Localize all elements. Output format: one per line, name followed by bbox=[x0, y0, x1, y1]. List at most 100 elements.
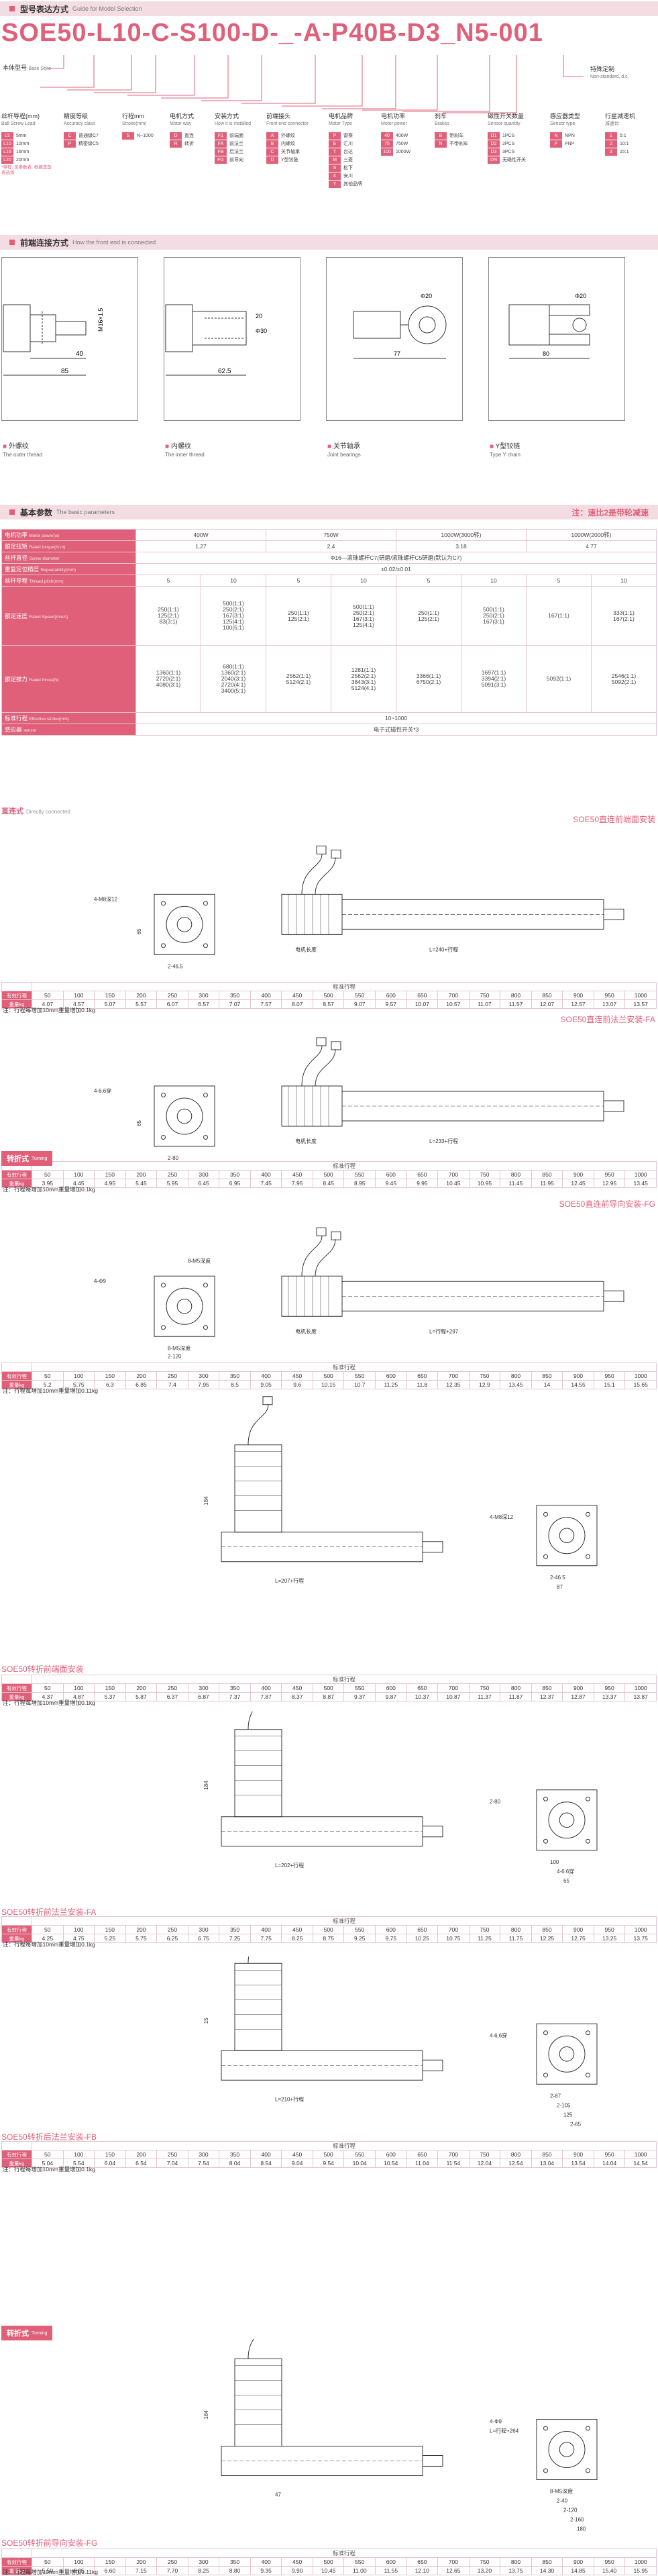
weight-cell: 4.75 bbox=[62, 1934, 95, 1943]
weight-cell: 8.25 bbox=[281, 1934, 313, 1943]
spec-row-repeat: 重复定位精度 Repeatability(mm) ±0.02/±0.01 bbox=[1, 563, 657, 575]
param-note: *导程, 见参数表, 根据选型表选择 bbox=[1, 165, 52, 175]
weight-cell: 9.57 bbox=[375, 999, 407, 1009]
dim-text: 2-80 bbox=[168, 1155, 179, 1160]
stroke-cell: 700 bbox=[437, 2557, 470, 2567]
stroke-cell: 450 bbox=[281, 991, 313, 1000]
weight-cell: 8.80 bbox=[219, 2566, 251, 2575]
option-value: 精密级C5 bbox=[78, 141, 99, 146]
weight-note: 注：行程每增加10mm重量增加0.11kg bbox=[3, 2569, 99, 2575]
option-code: B bbox=[435, 132, 447, 140]
stroke-cell: 1000 bbox=[624, 1170, 657, 1179]
weight-cell: 12.9 bbox=[468, 1380, 501, 1389]
stroke-cell: 900 bbox=[562, 2150, 594, 2159]
stroke-cell: 900 bbox=[562, 1683, 594, 1693]
stroke-cell: 250 bbox=[156, 991, 188, 1000]
option-code: E bbox=[329, 140, 341, 148]
weight-cell: 12.10 bbox=[406, 2566, 439, 2575]
stroke-cell: 650 bbox=[406, 1683, 439, 1693]
section-subtitle: The basic parameters bbox=[56, 509, 115, 515]
stroke-cell: 950 bbox=[593, 2150, 626, 2159]
option-code: T bbox=[329, 148, 341, 156]
weight-note: 注：行程每增加10mm重量增加0.1kg bbox=[3, 1007, 95, 1013]
weight-cell: 10.57 bbox=[437, 999, 470, 1009]
dim-text: 2-46.5 bbox=[168, 963, 183, 969]
stroke-cell: 800 bbox=[500, 1371, 532, 1381]
install-title: SOE50直连前导向安装-FG bbox=[559, 1199, 655, 1209]
weight-note: 注：行程每增加10mm重量增加0.1kg bbox=[3, 1186, 95, 1193]
weight-cell: 10.95 bbox=[468, 1179, 501, 1188]
weight-cell: 8.07 bbox=[281, 999, 313, 1009]
stroke-cell: 250 bbox=[156, 1170, 188, 1179]
option-code: P bbox=[550, 140, 562, 148]
section-title: 基本参数 bbox=[20, 507, 53, 517]
dim-text: 65 bbox=[563, 1878, 569, 1884]
stroke-cell: 350 bbox=[219, 991, 251, 1000]
weight-cell: 10.87 bbox=[437, 1692, 470, 1701]
option-code: L16 bbox=[1, 148, 13, 156]
weight-cell: 11.57 bbox=[500, 999, 532, 1009]
stroke-cell: 350 bbox=[219, 1170, 251, 1179]
weight-cell: 14 bbox=[531, 1380, 563, 1389]
weight-cell: 6.3 bbox=[94, 1380, 126, 1389]
weight-cell: 11.25 bbox=[468, 1934, 501, 1943]
option-value: 10mm bbox=[16, 141, 30, 146]
option-value: Y型铰链 bbox=[281, 157, 298, 162]
dim-text: 87 bbox=[557, 1584, 563, 1590]
dim-text: 85 bbox=[61, 368, 69, 375]
option-code: F1 bbox=[215, 132, 227, 140]
option-value: 5:1 bbox=[620, 133, 626, 138]
weight-cell: 13.45 bbox=[624, 1179, 657, 1188]
option-value: 750W bbox=[396, 141, 408, 146]
stroke-cell: 100 bbox=[62, 1683, 95, 1693]
dim-text: 8-M5深度 bbox=[550, 2488, 573, 2495]
stroke-cell: 350 bbox=[219, 2557, 251, 2567]
stroke-cell: 200 bbox=[125, 1925, 158, 1934]
stroke-cell: 250 bbox=[156, 2150, 188, 2159]
stroke-cell: 950 bbox=[593, 1371, 626, 1381]
stroke-cell: 500 bbox=[312, 1170, 345, 1179]
option-value: 前法兰 bbox=[229, 141, 243, 146]
stroke-cell: 700 bbox=[437, 1170, 470, 1179]
option-value: 汇川 bbox=[343, 141, 353, 146]
weight-cell: 9.37 bbox=[343, 1692, 376, 1701]
option-value: 带刹车 bbox=[449, 133, 463, 138]
option-value: 外螺纹 bbox=[281, 133, 295, 138]
dim-text: L=行程+297 bbox=[429, 1328, 459, 1334]
weight-cell: 5.54 bbox=[62, 2159, 95, 2168]
label-base-style: 本体型号 Base Style bbox=[3, 64, 51, 71]
stroke-cell: 350 bbox=[219, 2150, 251, 2159]
dim-text: 15 bbox=[203, 2018, 209, 2024]
weight-note: 注：行程每增加10mm重量增加0.11kg bbox=[3, 1387, 99, 1394]
weight-cell: 7.45 bbox=[250, 1179, 282, 1188]
stroke-cell: 150 bbox=[94, 2150, 126, 2159]
option-value: 雷赛 bbox=[343, 133, 353, 138]
stroke-cell: 900 bbox=[562, 1170, 594, 1179]
stroke-cell: 50 bbox=[32, 991, 64, 1000]
stroke-cell: 800 bbox=[500, 1170, 532, 1179]
weight-cell: 15.65 bbox=[624, 1380, 657, 1389]
bullet-icon bbox=[9, 6, 15, 11]
option-code: B bbox=[266, 140, 278, 148]
